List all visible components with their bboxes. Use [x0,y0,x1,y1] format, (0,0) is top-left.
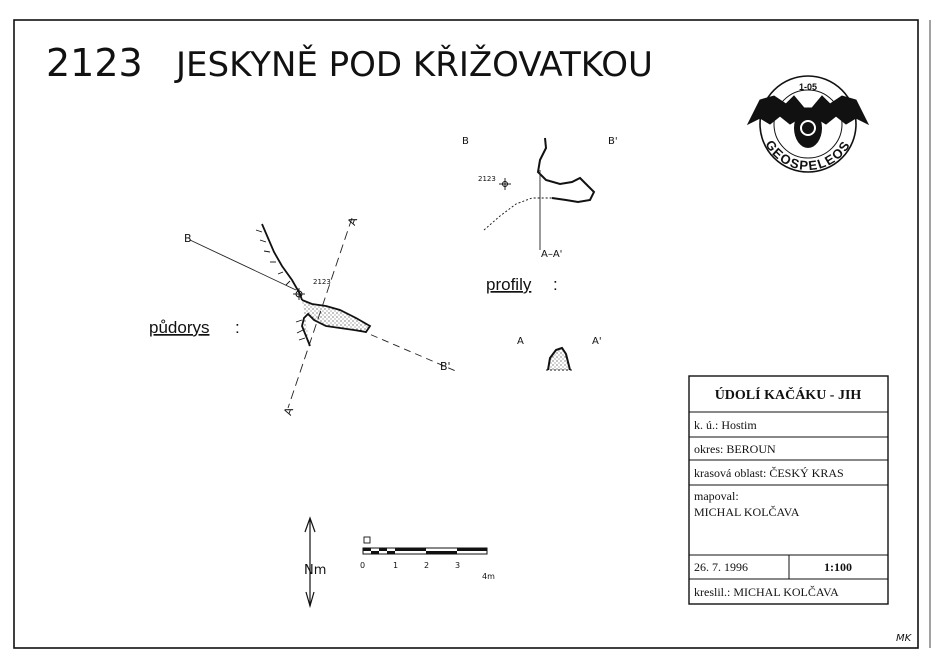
scale-bar-marker [363,536,371,544]
profile-bb-right: B' [608,136,618,147]
plan-wall-north [261,223,303,301]
plan-label: půdorys [149,318,209,337]
sheet-frame [13,19,919,649]
scale-tick-0: 0 [360,561,365,570]
geospeleos-logo: 1-05 GEOSPELEOS [746,75,870,173]
title-block-kreslil: kreslil.: MICHAL KOLČAVA [694,585,839,599]
title-block-okres: okres: BEROUN [694,442,776,456]
north-arrow: Nm [304,516,326,609]
scale-tick-3: 3 [455,561,460,570]
plan-section-a-top: A [345,215,360,227]
north-arrow-head-icon [304,516,316,533]
logo-top-text: 1-05 [799,82,817,92]
plan-section-b-prime: B' [440,360,451,373]
logo-emblem-icon [800,120,816,136]
title-block: ÚDOLÍ KAČÁKU - JIH k. ú.: Hostim okres: … [688,375,889,605]
profile-aa-outline [547,346,571,371]
section-line-bb-left [189,239,297,291]
title-block-ku: k. ú.: Hostim [694,418,757,432]
north-label: Nm [304,563,326,578]
title-block-oblast: krasová oblast: ČESKÝ KRAS [694,466,844,480]
profile-aa-cut-label: A–A' [541,249,562,260]
plan-survey-point [293,288,305,300]
profile-bb-outline [536,137,596,204]
profile-aa-left: A [517,336,524,347]
cave-number: 2123 [46,41,143,85]
plan-cave-outline [301,299,372,347]
title-block-scale: 1:100 [824,560,852,574]
bat-body-icon [794,108,822,148]
plan-label-colon: : [235,318,240,337]
profile-bb-point-label: 2123 [478,175,496,183]
scale-tick-1: 1 [393,561,398,570]
scale-bar: 0 1 2 3 4m [360,536,495,581]
title-block-mapoval-name: MICHAL KOLČAVA [694,505,800,519]
plan-section-a-bottom: A [281,405,296,417]
scale-tick-2: 2 [424,561,429,570]
profiles-label-colon: : [553,275,558,294]
scale-tick-4: 4m [482,572,495,581]
logo-inner-ring [773,89,843,159]
profile-aa: A A' [517,336,602,371]
profiles-label: profily [486,275,532,294]
profile-bb-surface [483,197,552,231]
profile-aa-right: A' [592,336,602,347]
author-signature: MK [896,633,913,644]
title-block-heading: ÚDOLÍ KAČÁKU - JIH [715,386,862,403]
profile-bb-survey-point [499,178,511,190]
cave-name: JESKYNĚ POD KŘIŽOVATKOU [174,44,653,85]
profile-bb: B B' 2123 A–A' [462,136,618,260]
plan-survey-label: 2123 [313,278,331,286]
profile-bb-left: B [462,136,469,147]
plan-slope-ticks [255,229,306,341]
title-block-date: 26. 7. 1996 [694,560,748,574]
title-block-mapoval-label: mapoval: [694,489,739,503]
north-arrow-tail-icon [305,591,315,609]
plan-section-b: B [184,232,192,245]
section-line-bb-right [359,329,459,373]
plan-view: B B' A A 2123 půdorys : [149,215,459,417]
logo-outer-ring [759,75,857,173]
